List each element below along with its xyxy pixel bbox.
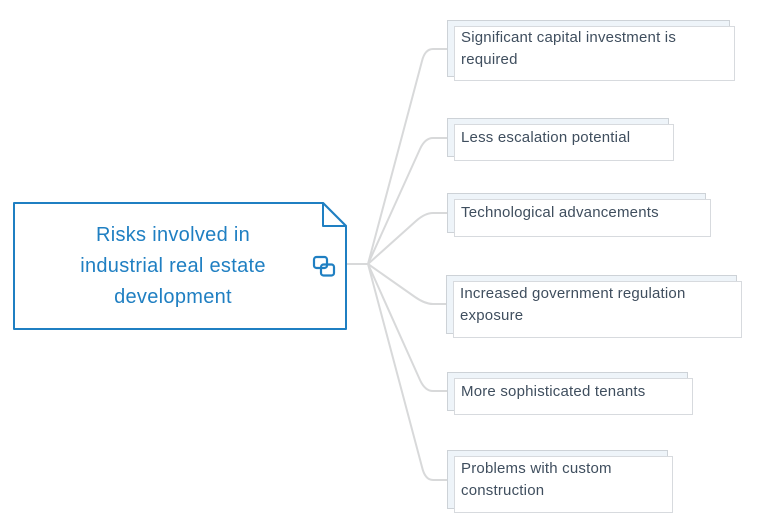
branch-label: Technological advancements [461,204,659,221]
branch-node-6[interactable]: Problems with custom construction [447,450,673,513]
connector-branch-6 [367,263,448,481]
connector-branch-2 [367,137,448,265]
branch-node-3[interactable]: Technological advancements [447,193,711,237]
note-shape [13,202,347,330]
duplicate-icon[interactable] [312,254,336,278]
connector-branch-5 [367,263,448,392]
branch-label: Less escalation potential [461,128,631,146]
branch-label: Significant capital investment is requir… [461,28,677,68]
branch-label: More sophisticated tenants [461,382,646,400]
connector-branch-3 [367,212,448,265]
branch-label: Problems with custom construction [461,459,612,499]
branch-node-2[interactable]: Less escalation potential [447,118,674,161]
branch-node-1[interactable]: Significant capital investment is requir… [447,20,735,81]
branch-node-5[interactable]: More sophisticated tenants [447,372,693,415]
connector-branch-1 [367,48,448,265]
root-topic-node[interactable]: Risks involved in industrial real estate… [13,202,347,330]
branch-label: Increased government regulation exposure [460,284,686,324]
connector-branch-4 [367,263,448,305]
branch-node-4[interactable]: Increased government regulation exposure [446,275,742,338]
root-topic-label: Risks involved in industrial real estate… [80,223,266,308]
folded-corner [322,202,347,227]
